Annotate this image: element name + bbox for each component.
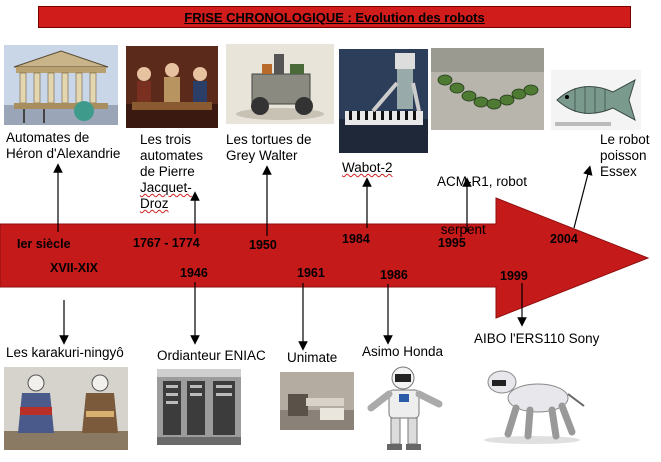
label-asimo: Asimo Honda xyxy=(362,344,444,359)
label-aibo: AIBO l'ERS110 Sony xyxy=(474,331,600,346)
label-jacquet-droz: Les trois automates de Pierre Jacquet- D… xyxy=(140,132,204,211)
label-grey-walter: Les tortues de Grey Walter xyxy=(226,132,312,163)
date-asimo: 1986 xyxy=(380,268,408,282)
karakuri-image xyxy=(4,367,128,450)
aibo-image xyxy=(474,350,587,446)
label-karakuri: Les karakuri-ningyô xyxy=(6,345,124,360)
label-snake: ACM-R1, robot serpent xyxy=(437,174,528,237)
temple-automaton-image xyxy=(4,45,118,125)
date-fish: 2004 xyxy=(550,232,578,246)
date-karakuri: XVII-XIX xyxy=(50,261,98,275)
date-unimate: 1961 xyxy=(297,266,325,280)
title-banner: FRISE CHRONOLOGIQUE : Evolution des robo… xyxy=(38,6,631,28)
date-aibo: 1999 xyxy=(500,269,528,283)
wabot-image xyxy=(339,49,428,153)
connector-fish xyxy=(573,165,593,229)
date-eniac: 1946 xyxy=(180,266,208,280)
eniac-image xyxy=(157,369,241,445)
date-snake: 1995 xyxy=(438,236,466,250)
turtle-robot-image xyxy=(226,44,334,124)
page-title: FRISE CHRONOLOGIQUE : Evolution des robo… xyxy=(184,9,485,25)
timeline-arrow xyxy=(0,197,650,319)
jacquet-droz-automata-image xyxy=(126,46,218,128)
label-heron: Automates de Héron d'Alexandrie xyxy=(6,130,121,161)
unimate-image xyxy=(280,372,354,430)
date-wabot: 1984 xyxy=(342,232,370,246)
snake-robot-image xyxy=(431,48,544,130)
label-eniac: Ordianteur ENIAC xyxy=(157,348,266,363)
label-wabot: Wabot-2 xyxy=(342,160,393,175)
robot-fish-image xyxy=(551,70,641,130)
date-grey-walter: 1950 xyxy=(249,238,277,252)
asimo-image xyxy=(363,364,447,452)
date-jacquet-droz: 1767 - 1774 xyxy=(133,236,200,250)
label-fish: Le robot poisson Essex xyxy=(600,132,650,179)
date-heron: Ier siècle xyxy=(17,237,71,251)
label-unimate: Unimate xyxy=(287,350,338,365)
